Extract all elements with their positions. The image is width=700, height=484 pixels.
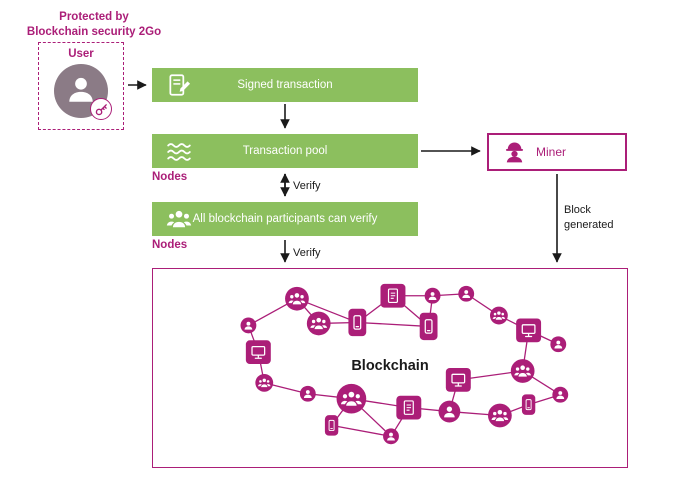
network-node-person — [550, 336, 567, 353]
network-node-group — [488, 403, 512, 428]
user-box: User — [38, 42, 124, 130]
network-node-doc — [396, 395, 422, 420]
signed-transaction-label: Signed transaction — [237, 79, 333, 91]
header-line1: Protected by — [59, 11, 129, 23]
protected-by-header: Protected by Blockchain security 2Go — [14, 10, 174, 40]
miner-icon — [502, 140, 527, 165]
verify-label-upper: Verify — [293, 180, 321, 192]
header-line2: Blockchain security 2Go — [26, 26, 162, 38]
nodes-label-participants: Nodes — [152, 239, 188, 251]
network-node-doc — [380, 283, 406, 308]
network-edge — [357, 321, 429, 328]
network-node-phone — [419, 312, 438, 341]
network-node-person — [240, 317, 257, 334]
verify-label-lower: Verify — [293, 247, 321, 259]
participants-label: All blockchain participants can verify — [192, 213, 378, 225]
network-node-person — [458, 285, 475, 302]
network-node-phone — [348, 308, 367, 337]
transaction-pool-label: Transaction pool — [242, 145, 328, 157]
network-node-group — [306, 311, 331, 336]
transaction-pool-bar: Transaction pool — [152, 134, 418, 168]
user-avatar — [54, 64, 112, 120]
network-node-person — [299, 385, 316, 402]
network-node-person — [552, 386, 569, 403]
miner-box: Miner — [487, 133, 627, 171]
blockchain-box: Blockchain — [152, 268, 628, 468]
network-node-monitor — [245, 340, 271, 365]
miner-label: Miner — [536, 145, 567, 159]
network-node-monitor — [445, 368, 471, 392]
signed-transaction-bar: Signed transaction — [152, 68, 418, 102]
key-badge — [90, 98, 112, 120]
network-node-person — [383, 428, 399, 445]
network-node-group — [336, 383, 367, 414]
participants-bar: All blockchain participants can verify — [152, 202, 418, 236]
network-node-phone — [324, 415, 339, 436]
network-node-monitor — [516, 318, 542, 343]
network-node-group — [255, 373, 274, 392]
blockchain-network — [240, 283, 569, 445]
block-generated-label: Block generated — [564, 204, 614, 231]
network-node-group — [510, 359, 535, 383]
network-node-person — [424, 287, 441, 304]
network-node-phone — [521, 394, 536, 415]
blockchain-label: Blockchain — [351, 358, 429, 374]
user-label: User — [68, 48, 94, 60]
key-icon — [94, 102, 109, 117]
network-node-group — [489, 306, 508, 325]
network-node-group — [285, 286, 309, 311]
network-edge — [331, 424, 392, 437]
nodes-label-pool: Nodes — [152, 171, 188, 183]
network-node-person — [438, 400, 461, 423]
